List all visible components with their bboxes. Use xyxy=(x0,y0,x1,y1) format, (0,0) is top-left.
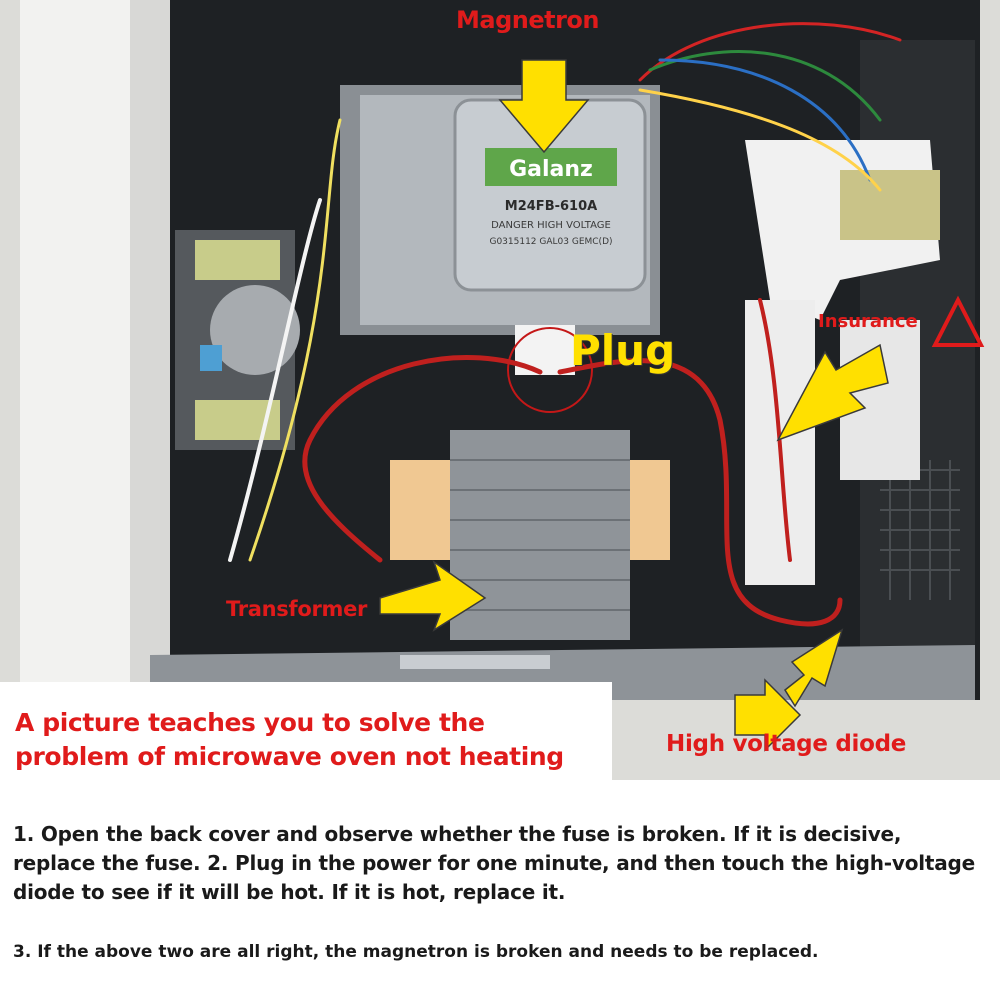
repair-note-text: 3. If the above two are all right, the m… xyxy=(13,942,819,962)
insurance-label: Insurance xyxy=(818,311,918,332)
magnetron-label: Magnetron xyxy=(456,6,600,34)
magnetron-model: M24FB-610A xyxy=(505,199,597,214)
plug-label: Plug xyxy=(570,326,676,375)
magnetron-warning: DANGER HIGH VOLTAGE xyxy=(491,220,611,231)
caption-box xyxy=(0,682,612,780)
microwave-interior-photo: Galanz M24FB-610A DANGER HIGH VOLTAGE G0… xyxy=(0,0,1000,780)
caption-title: A picture teaches you to solve the probl… xyxy=(15,708,564,771)
repair-steps-text: 1. Open the back cover and observe wheth… xyxy=(13,822,976,904)
diode-label: High voltage diode xyxy=(666,731,907,757)
magnetron-brand: Galanz xyxy=(509,157,593,182)
magnetron-codes: G0315112 GAL03 GEMC(D) xyxy=(489,237,612,247)
transformer-label: Transformer xyxy=(226,597,368,621)
